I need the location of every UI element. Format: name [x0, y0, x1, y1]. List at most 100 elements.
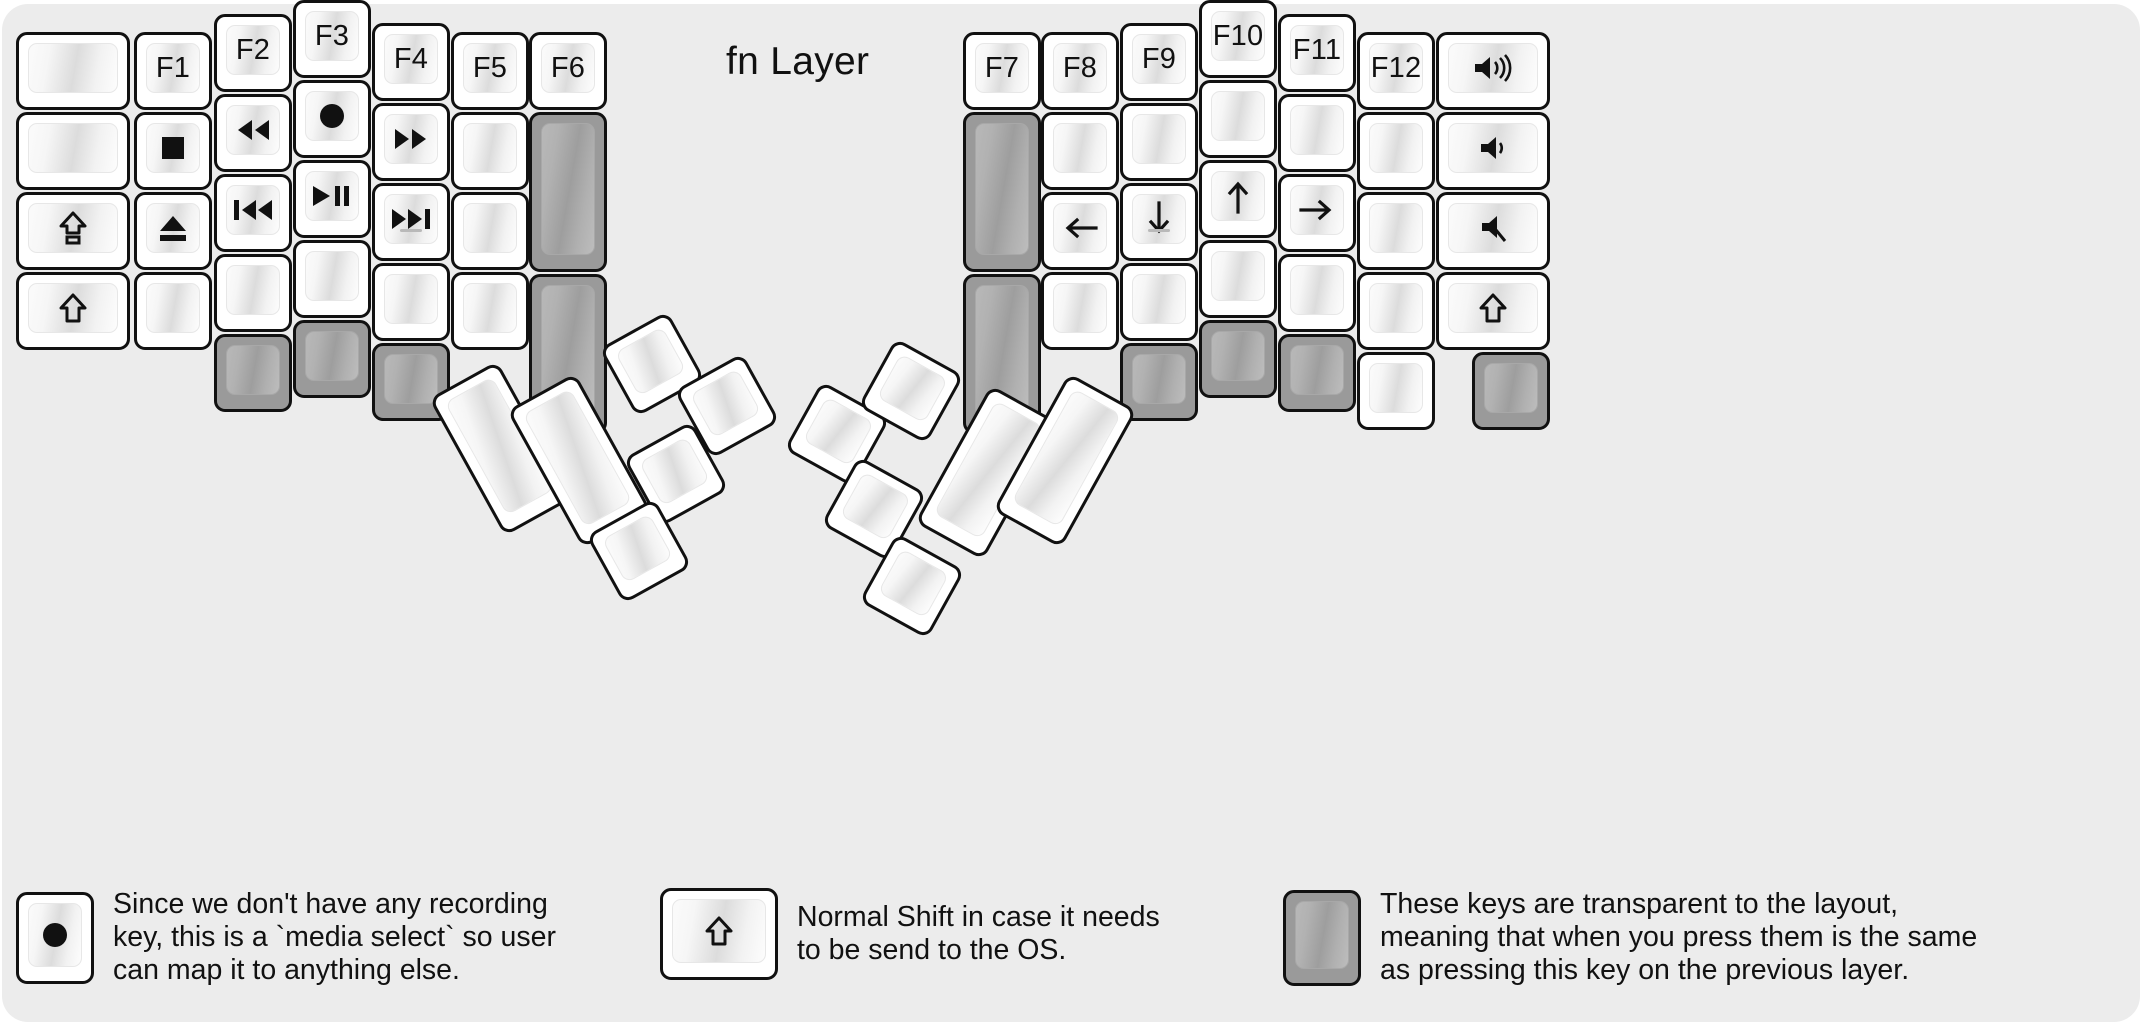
- key-pinky-5[interactable]: [1357, 352, 1435, 430]
- key-inner-index-4[interactable]: [451, 272, 529, 350]
- note-transparent-keycap[interactable]: [1283, 889, 1361, 986]
- keycap-body: [16, 891, 94, 984]
- keycap-body: [1278, 254, 1356, 332]
- note-normal-shift-line-2: to be send to the OS.: [797, 934, 1067, 966]
- key-inner-index-1[interactable]: F8: [1041, 32, 1119, 110]
- keycap-body: [1472, 352, 1550, 430]
- key-middle-1[interactable]: F10: [1199, 0, 1277, 78]
- key-outer-pinky-3[interactable]: [16, 192, 130, 270]
- key-inner-index-3[interactable]: [1041, 192, 1119, 270]
- key-index-1[interactable]: F9: [1120, 23, 1198, 101]
- key-pinky-4[interactable]: [134, 272, 212, 350]
- keycap-body: [1199, 160, 1277, 238]
- key-middle-3[interactable]: [293, 160, 371, 238]
- keycap-face: [1211, 331, 1265, 381]
- key-inner-2[interactable]: [963, 112, 1041, 272]
- key-ring-5[interactable]: [214, 334, 292, 412]
- media-play-pause-icon: [312, 184, 352, 208]
- keycap-body: [451, 192, 529, 270]
- key-middle-4[interactable]: [293, 240, 371, 318]
- key-index-3[interactable]: [372, 183, 450, 261]
- keycap-body: [1283, 889, 1361, 986]
- key-outer-pinky-1[interactable]: [1436, 32, 1550, 110]
- key-pinky-4[interactable]: [1357, 272, 1435, 350]
- key-ring-3[interactable]: [1278, 174, 1356, 252]
- key-ring-1[interactable]: F11: [1278, 14, 1356, 92]
- key-ring-1[interactable]: F2: [214, 14, 292, 92]
- key-middle-2[interactable]: [1199, 80, 1277, 158]
- key-middle-1[interactable]: F3: [293, 0, 371, 78]
- key-inner-index-4[interactable]: [1041, 272, 1119, 350]
- key-outer-pinky-1[interactable]: [16, 32, 130, 110]
- key-outer-pinky-3[interactable]: [1436, 192, 1550, 270]
- keycap-face: [1290, 185, 1344, 235]
- keycap-face: [384, 114, 438, 164]
- keycap-body: [293, 160, 371, 238]
- keycap-face: [689, 368, 762, 439]
- key-inner-index-2[interactable]: [1041, 112, 1119, 190]
- keycap-body: F1: [134, 32, 212, 110]
- key-outer-pinky-2[interactable]: [1436, 112, 1550, 190]
- note-media-select-keycap[interactable]: [16, 891, 94, 984]
- note-transparent-line-3: as pressing this key on the previous lay…: [1380, 954, 1910, 987]
- key-middle-5[interactable]: [1199, 320, 1277, 398]
- key-middle-5[interactable]: [293, 320, 371, 398]
- note-media-select-line-3: can map it to anything else.: [113, 954, 460, 987]
- key-outer-pinky-5[interactable]: [1472, 352, 1550, 430]
- key-ring-5[interactable]: [1278, 334, 1356, 412]
- keycap-face: [226, 265, 280, 315]
- key-outer-pinky-4[interactable]: [1436, 272, 1550, 350]
- keycap-body: [1120, 263, 1198, 341]
- key-pinky-1[interactable]: F12: [1357, 32, 1435, 110]
- key-inner-2[interactable]: [529, 112, 607, 272]
- key-ring-2[interactable]: [214, 94, 292, 172]
- key-middle-4[interactable]: [1199, 240, 1277, 318]
- key-index-4[interactable]: [372, 263, 450, 341]
- keycap-body: [660, 888, 778, 980]
- key-ring-2[interactable]: [1278, 94, 1356, 172]
- key-pinky-1[interactable]: F1: [134, 32, 212, 110]
- keycap-face: [146, 123, 200, 173]
- key-index-5[interactable]: [372, 343, 450, 421]
- key-outer-pinky-4[interactable]: [16, 272, 130, 350]
- key-index-5[interactable]: [1120, 343, 1198, 421]
- homing-bar: [400, 229, 422, 232]
- key-index-1[interactable]: F4: [372, 23, 450, 101]
- key-middle-3[interactable]: [1199, 160, 1277, 238]
- key-inner-1[interactable]: F6: [529, 32, 607, 110]
- keycap-face: [1484, 363, 1538, 413]
- key-ring-4[interactable]: [1278, 254, 1356, 332]
- key-index-3[interactable]: [1120, 183, 1198, 261]
- key-inner-index-1[interactable]: F5: [451, 32, 529, 110]
- key-pinky-3[interactable]: [134, 192, 212, 270]
- page-title: fn Layer: [726, 40, 870, 83]
- key-outer-pinky-2[interactable]: [16, 112, 130, 190]
- key-inner-index-2[interactable]: [451, 112, 529, 190]
- key-ring-4[interactable]: [214, 254, 292, 332]
- key-pinky-3[interactable]: [1357, 192, 1435, 270]
- key-index-2[interactable]: [372, 103, 450, 181]
- key-pinky-2[interactable]: [134, 112, 212, 190]
- key-inner-1[interactable]: F7: [963, 32, 1041, 110]
- key-middle-2[interactable]: [293, 80, 371, 158]
- keycap-body: [1357, 192, 1435, 270]
- keycap-body: F8: [1041, 32, 1119, 110]
- keycap-body: [372, 263, 450, 341]
- keycap-face: [146, 203, 200, 253]
- keycap-face: F7: [975, 43, 1029, 93]
- key-ring-3[interactable]: [214, 174, 292, 252]
- keycap-face: F4: [384, 34, 438, 84]
- note-media-select-line-1: Since we don't have any recording: [113, 888, 548, 920]
- keycap-face: [1211, 91, 1265, 141]
- key-index-4[interactable]: [1120, 263, 1198, 341]
- key-inner-index-3[interactable]: [451, 192, 529, 270]
- key-index-2[interactable]: [1120, 103, 1198, 181]
- note-normal-shift-keycap[interactable]: [660, 888, 778, 980]
- keycap-face: [1290, 105, 1344, 155]
- keycap-face: [672, 899, 766, 963]
- keycap-body: F3: [293, 0, 371, 78]
- keycap-body: [1199, 320, 1277, 398]
- arrow-left-icon: [1063, 217, 1098, 239]
- key-pinky-2[interactable]: [1357, 112, 1435, 190]
